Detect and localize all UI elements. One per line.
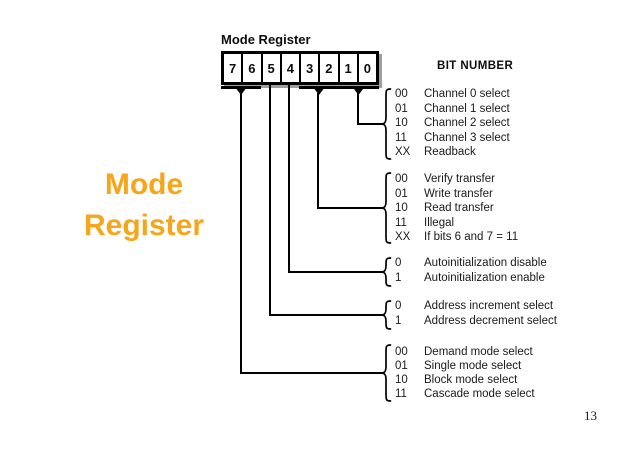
connector-bit-5-vertical [269, 84, 271, 316]
connector-bits-1-0-vertical [357, 93, 359, 125]
underbrace-bits-1-0-icon [338, 86, 379, 95]
bit-cell-4: 4 [282, 54, 301, 82]
bit-cell-6: 6 [243, 54, 263, 82]
mode-register-box: 7 6 5 4 3 2 1 0 [221, 51, 379, 85]
option-row: 0 Autoinitialization disable [395, 256, 547, 271]
connector-bits-1-0-horizontal [357, 123, 382, 125]
connector-bit-5-horizontal [269, 314, 382, 316]
connector-bit-4-vertical [288, 84, 290, 273]
bit-cell-5: 5 [263, 54, 282, 82]
option-row: 0 Address increment select [395, 299, 557, 314]
bit-code: 00 [395, 173, 408, 185]
connector-bit-4-horizontal [288, 271, 382, 273]
connector-bits-7-6-horizontal [240, 372, 382, 374]
underbrace-bits-7-6-icon [221, 86, 261, 95]
bit-code-label: Address increment select [424, 300, 554, 312]
bit-code: 00 [395, 88, 408, 100]
bit-code: 1 [395, 315, 402, 327]
option-row: 00 Verify transfer [395, 172, 518, 187]
group-autoinitialization: 0 Autoinitialization disable 1 Autoiniti… [395, 256, 547, 286]
bit-code-label: Autoinitialization disable [424, 257, 547, 269]
option-row: 11 Channel 3 select [395, 131, 510, 146]
option-row: 00 Channel 0 select [395, 87, 510, 102]
bit-number-heading: BIT NUMBER [437, 60, 514, 72]
bit-code: 10 [395, 374, 408, 386]
bit-code: 01 [395, 360, 408, 372]
bit-cell-0: 0 [363, 60, 371, 76]
bit-code-label: Illegal [424, 216, 455, 229]
connector-bits-3-2-horizontal [317, 207, 382, 209]
bit-code-label: Channel 0 select [424, 88, 510, 100]
option-row: 1 Autoinitialization enable [395, 271, 547, 286]
bit-code: 10 [395, 117, 408, 129]
register-title: Mode Register [221, 32, 311, 47]
option-row: 11 Illegal [395, 216, 518, 231]
bit-code: 1 [395, 272, 402, 284]
bit-code-label: Cascade mode select [424, 388, 535, 400]
option-row: 11 Cascade mode select [395, 387, 535, 401]
group-address-direction: 0 Address increment select 1 Address dec… [395, 299, 557, 329]
option-row: 01 Write transfer [395, 187, 518, 202]
underbrace-bits-3-2-icon [299, 86, 339, 95]
option-row: XX Readback [395, 145, 510, 160]
bit-code: 10 [395, 202, 408, 214]
bit-code-label: Channel 3 select [424, 131, 510, 144]
curly-brace-mode-select-icon [381, 344, 392, 402]
option-row: 01 Single mode select [395, 359, 535, 373]
bit-code-label: Block mode select [424, 374, 518, 386]
curly-brace-channel-select-icon [381, 88, 392, 160]
bit-code-label: Channel 1 select [424, 102, 510, 115]
slide-side-title: Mode Register [55, 164, 233, 246]
bit-code: XX [395, 146, 411, 158]
group-mode-select: 00 Demand mode select 01 Single mode sel… [395, 345, 535, 401]
group-transfer-type: 00 Verify transfer 01 Write transfer 10 … [395, 172, 518, 245]
bit-code: 01 [395, 102, 408, 115]
bit-cell-1: 1 [340, 54, 359, 82]
bit-code: 11 [395, 216, 407, 229]
bit-code: 0 [395, 257, 402, 269]
bit-code-label: Autoinitialization enable [424, 272, 545, 284]
option-row: 10 Block mode select [395, 373, 535, 387]
slide-side-title-line2: Register [83, 209, 205, 242]
curly-brace-address-direction-icon [381, 300, 392, 330]
bit-cell-7: 7 [224, 54, 244, 82]
connector-bits-3-2-vertical [317, 93, 319, 209]
bit-code-label: Verify transfer [424, 173, 495, 185]
bit-code-label: Channel 2 select [424, 117, 510, 129]
bit-cell-3: 3 [301, 54, 321, 82]
group-channel-select: 00 Channel 0 select 01 Channel 1 select … [395, 87, 510, 160]
bit-code: 0 [395, 300, 402, 312]
bit-code-label: Address decrement select [424, 315, 557, 327]
page-number: 13 [584, 408, 597, 423]
curly-brace-autoinitialization-icon [381, 257, 392, 287]
bit-cell-2: 2 [320, 54, 340, 82]
option-row: 10 Channel 2 select [395, 116, 510, 131]
bit-code-label: Single mode select [424, 360, 522, 372]
connector-bits-7-6-vertical [240, 93, 242, 374]
bit-code: 11 [395, 131, 407, 144]
bit-code: 01 [395, 187, 408, 200]
option-row: 1 Address decrement select [395, 314, 557, 329]
bit-code-label: Demand mode select [424, 346, 533, 358]
bit-code-label: Write transfer [424, 187, 493, 200]
bit-code: XX [395, 231, 411, 243]
bit-code-label: Read transfer [424, 202, 494, 214]
option-row: 00 Demand mode select [395, 345, 535, 359]
option-row: 01 Channel 1 select [395, 102, 510, 117]
slide-side-title-line1: Mode [104, 168, 184, 201]
bit-code-label: If bits 6 and 7 = 11 [424, 231, 519, 243]
curly-brace-transfer-type-icon [381, 172, 392, 244]
bit-code: 11 [395, 388, 407, 400]
bit-code: 00 [395, 346, 408, 358]
option-row: 10 Read transfer [395, 201, 518, 216]
bit-code-label: Readback [424, 146, 476, 158]
option-row: XX If bits 6 and 7 = 11 [395, 230, 518, 245]
